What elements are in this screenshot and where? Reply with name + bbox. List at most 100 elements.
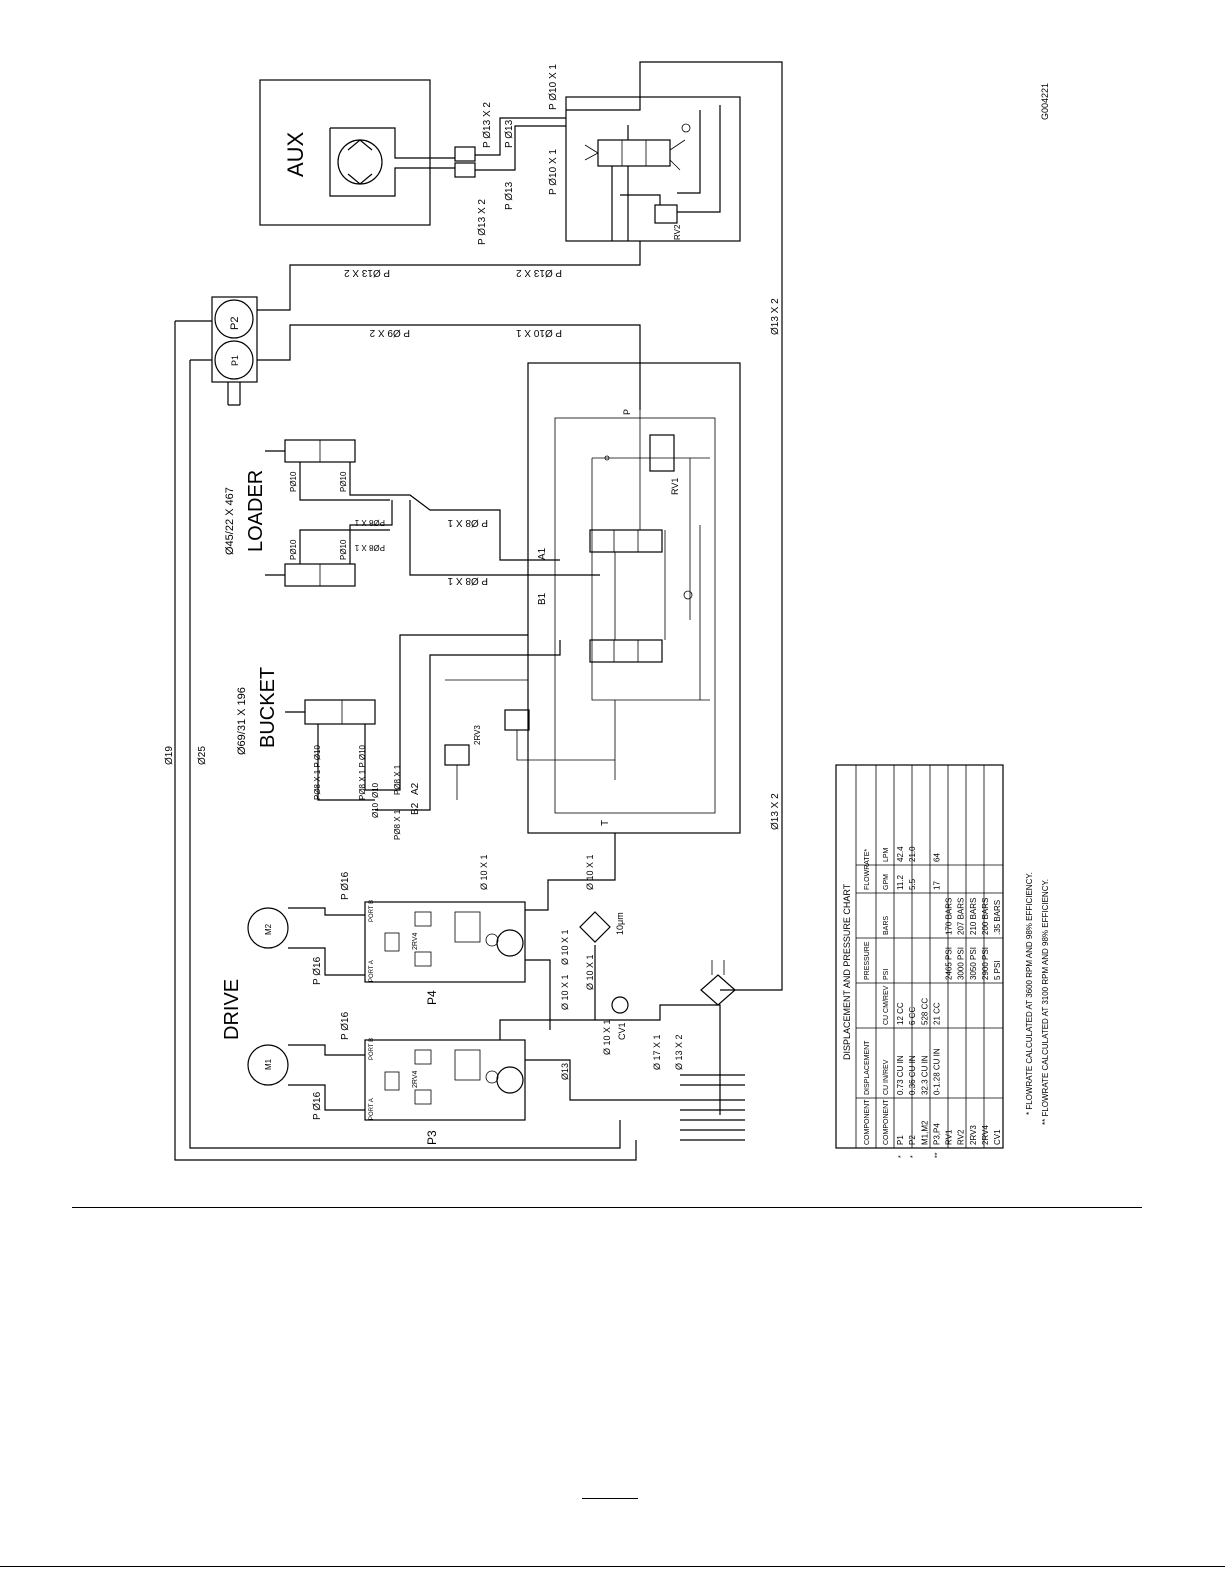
rv2-valve [654, 204, 678, 224]
hose-p08x1-c: PØ8 X 1 [354, 518, 385, 527]
chart-cell: 5.5 [908, 878, 917, 890]
loader-spool [589, 529, 663, 553]
cooler-element [700, 974, 736, 1006]
port-p-label: P [622, 409, 632, 415]
hose-p013x2-mid: P Ø13 X 2 [477, 199, 488, 245]
chart-group-header: COMPONENT [864, 1099, 871, 1145]
2rv3-label: 2RV3 [473, 725, 482, 745]
pump-p2 [214, 299, 254, 339]
drive-label: DRIVE [221, 979, 243, 1040]
hose-p010-b: PØ10 [339, 471, 348, 492]
drive-pump-p3 [364, 1039, 526, 1121]
hose-o10x1-1: Ø 10 X 1 [479, 854, 489, 890]
hose-p010-c: PØ10 [289, 539, 298, 560]
port-a-label-p3: PORT A [369, 1098, 375, 1120]
hose-o13: Ø13 [560, 1063, 570, 1080]
drive-pump-p4 [364, 901, 526, 983]
chart-footnote-2: ** FLOWRATE CALCULATED AT 3100 RPM AND 9… [1041, 879, 1050, 1125]
pump-p1-label: P1 [230, 355, 240, 366]
port-a2-label: A2 [410, 782, 421, 795]
rv1-valve [649, 434, 675, 472]
chart-row-mark: * [910, 1155, 917, 1158]
hose-p08x1-b: P Ø8 X 1 [447, 575, 488, 586]
chart-cell: 2900 PSI [981, 947, 990, 980]
hose-p010x1-top: P Ø10 X 1 [548, 64, 559, 110]
hose-p010x1-h: P Ø10 X 1 [516, 327, 562, 338]
page-divider [72, 1207, 1142, 1208]
cv1-label: CV1 [617, 1022, 627, 1040]
hose-o17x1: Ø 17 X 1 [652, 1034, 662, 1070]
port-b-label-p4: PORT B [369, 900, 375, 922]
aux-control-valve [597, 139, 671, 167]
aux-coupler-2 [454, 162, 476, 178]
hose-bucket-h3: PØ8 X 1 [393, 764, 402, 795]
pump-block [211, 296, 258, 383]
chart-sub-header: BARS [883, 916, 890, 935]
check-valve-cv1 [611, 996, 629, 1014]
port-a1-label: A1 [537, 547, 548, 560]
chart-cell: 2RV3 [969, 1125, 978, 1145]
chart-cell: 6 CC [908, 1007, 917, 1025]
aux-box [259, 79, 431, 226]
hose-p09x2: P Ø9 X 2 [369, 327, 410, 338]
aux-valve-block [565, 96, 741, 242]
aux-label: AUX [283, 131, 308, 177]
hose-p013-mid: P Ø13 [504, 181, 515, 210]
chart-title: DISPLACEMENT AND PRESSURE CHART [842, 883, 852, 1060]
chart-cell: 2RV4 [981, 1125, 990, 1145]
motor-m2 [247, 907, 289, 949]
chart-cell: 3050 PSI [969, 947, 978, 980]
rv2-label: RV2 [673, 224, 682, 240]
port-t-label: T [600, 820, 611, 826]
chart-cell: 64 [932, 853, 941, 862]
2rv3-valve-b [504, 709, 530, 731]
page-bottom-rule [0, 1566, 1225, 1567]
hose-bucket-h4: PØ8 X 1 [393, 809, 402, 840]
hose-p010-a: PØ10 [289, 471, 298, 492]
chart-sub-header: GPM [883, 874, 890, 890]
2rv4-label-b: 2RV4 [412, 933, 419, 950]
hose-o10x1-6: Ø 10 X 1 [560, 974, 570, 1010]
bucket-spool [589, 639, 663, 663]
chart-cell: 207 BARS [957, 898, 966, 935]
hose-p08x1-a: P Ø8 X 1 [447, 517, 488, 528]
bucket-cylinder [304, 699, 376, 725]
hose-p08x1-d: PØ8 X 1 [354, 543, 385, 552]
chart-group-header: PRESSURE [864, 941, 871, 980]
pump-p1 [214, 340, 254, 380]
chart-cell: P3,P4 [932, 1123, 941, 1145]
hose-o25: Ø25 [197, 746, 208, 765]
hose-o13x2-right: Ø13 X 2 [770, 298, 781, 335]
chart-cell: 170 BARS [945, 898, 954, 935]
chart-cell: P1 [896, 1135, 905, 1145]
chart-footnote-1: * FLOWRATE CALCULATED AT 3600 RPM AND 98… [1025, 872, 1034, 1115]
hose-p013x2-top: P Ø13 X 2 [482, 102, 493, 148]
hose-p013x2-h2: P Ø13 X 2 [516, 267, 562, 278]
chart-cell: 12 CC [896, 1002, 905, 1025]
chart-sub-header: CU CM/REV [883, 985, 890, 1025]
hose-o10x1-4: Ø 10 X 1 [585, 954, 595, 990]
motor-m1 [247, 1044, 289, 1086]
chart-cell: 5 PSI [993, 960, 1002, 980]
chart-cell: 210 BARS [969, 898, 978, 935]
chart-cell: 200 BARS [981, 898, 990, 935]
chart-cell: 0-1.28 CU IN [932, 1048, 941, 1095]
port-a-label-p4: PORT A [369, 960, 375, 982]
port-b2-label: B2 [410, 802, 421, 815]
hose-o10x1-3: Ø 10 X 1 [560, 929, 570, 965]
chart-cell: 11.2 [896, 874, 905, 890]
aux-motor-symbol [337, 139, 383, 185]
filter-element [579, 911, 611, 943]
main-valve-box [527, 362, 741, 834]
bucket-label: BUCKET [257, 667, 279, 748]
hose-p010-d: PØ10 [339, 539, 348, 560]
hose-p016-4: P Ø16 [340, 871, 351, 900]
chart-cell: M1,M2 [920, 1120, 929, 1145]
filter-label: 10μm [615, 912, 625, 935]
chart-cell: 42.4 [896, 846, 905, 862]
hose-p016-3: P Ø16 [312, 956, 323, 985]
hose-p010x1-mid: P Ø10 X 1 [548, 149, 559, 195]
chart-cell: RV1 [945, 1129, 954, 1145]
pump-p4-label: P4 [425, 990, 439, 1005]
